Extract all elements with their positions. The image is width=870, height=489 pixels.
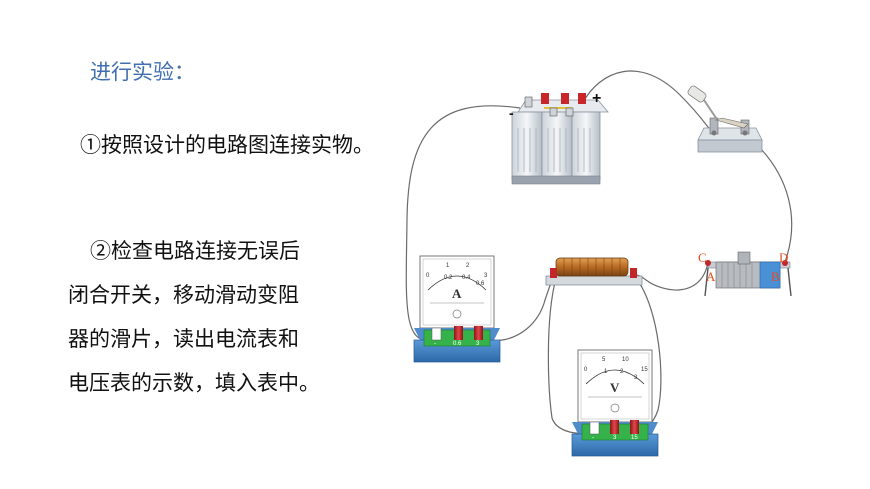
ammeter-tick-3: 3	[484, 273, 488, 279]
voltmeter-tick-10: 10	[622, 357, 629, 363]
ammeter: 0 1 2 3 0.2 0.4 0.6 A - 0.6 3	[413, 255, 501, 363]
ammeter-tick-0: 0	[426, 273, 430, 279]
voltmeter-tick-2: 2	[620, 369, 624, 375]
rheostat: C D A B	[698, 250, 792, 297]
wire-resistor-left-to-voltmeter	[547, 277, 591, 435]
battery: - +	[509, 90, 609, 185]
voltmeter-symbol: V	[610, 380, 620, 395]
rheostat-label-c: C	[698, 250, 707, 265]
wire-rheostat-a-to-resistor	[633, 262, 709, 291]
ammeter-terminal-3: 3	[476, 341, 480, 347]
voltmeter-terminal-15: 15	[631, 435, 638, 441]
voltmeter: 0 5 10 15 1 2 3 V - 3 15	[571, 349, 659, 457]
voltmeter-tick-5: 5	[602, 357, 606, 363]
step-2-line-1: ②检查电路连接无误后	[90, 239, 300, 263]
battery-minus-label: -	[509, 105, 514, 121]
step-2-text: ②检查电路连接无误后 闭合开关，移动滑动变阻 器的滑片，读出电流表和 电压表的示…	[68, 229, 368, 405]
ammeter-tick-0-4: 0.4	[462, 275, 471, 281]
ammeter-tick-0-6: 0.6	[476, 281, 485, 287]
voltmeter-terminal-3: 3	[613, 435, 617, 441]
ammeter-tick-2: 2	[466, 263, 470, 269]
step-2-line-4: 电压表的示数，填入表中。	[68, 371, 320, 395]
step-2-line-3: 器的滑片，读出电流表和	[68, 327, 299, 351]
step-2-line-2: 闭合开关，移动滑动变阻	[68, 283, 299, 307]
voltmeter-tick-3: 3	[634, 375, 638, 381]
heading: 进行实验：	[90, 60, 195, 84]
ammeter-terminal-0-6: 0.6	[453, 341, 462, 347]
knife-switch	[687, 85, 763, 153]
wire-battery-neg-to-ammeter	[405, 105, 521, 341]
voltmeter-tick-1: 1	[604, 369, 608, 375]
ammeter-symbol: A	[452, 286, 462, 301]
rheostat-label-d: D	[779, 250, 788, 265]
wire-switch-to-rheostat-d	[751, 139, 793, 263]
ammeter-tick-0-2: 0.2	[444, 275, 453, 281]
rheostat-label-b: B	[771, 269, 780, 284]
wire-battery-pos-to-switch	[581, 70, 713, 133]
voltmeter-tick-15: 15	[641, 367, 648, 373]
resistor	[545, 257, 643, 286]
voltmeter-terminal-neg: -	[592, 435, 594, 441]
step-1-text: ①按照设计的电路图连接实物。	[80, 133, 374, 157]
battery-plus-label: +	[592, 90, 601, 107]
voltmeter-tick-0: 0	[584, 367, 588, 373]
ammeter-tick-1: 1	[446, 263, 450, 269]
ammeter-terminal-neg: -	[434, 341, 436, 347]
rheostat-label-a: A	[706, 269, 716, 284]
